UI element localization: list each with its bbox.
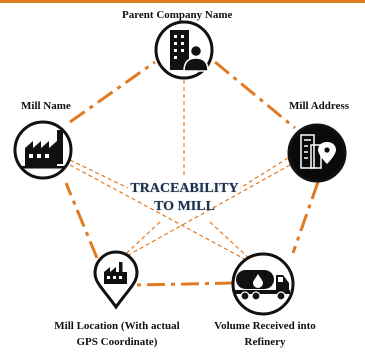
connector-address-to-location xyxy=(115,164,291,263)
office-building-person-icon xyxy=(170,30,209,72)
edge-address-to-volume xyxy=(291,181,320,254)
parent-company-node xyxy=(154,20,214,80)
connector-millname-to-volume xyxy=(69,164,251,263)
connector-millname-to-center xyxy=(69,159,129,189)
center-title: TRACEABILITY TO MILL xyxy=(117,180,252,216)
mill-location-label-line2: GPS Coordinate) xyxy=(76,336,158,348)
edge-millname-to-parent xyxy=(69,60,156,124)
mill-location-label: Mill Location (With actual GPS Coordinat… xyxy=(42,318,192,350)
center-title-line2: TO MILL xyxy=(154,199,215,214)
parent-company-label: Parent Company Name xyxy=(122,9,233,21)
connector-address-to-center xyxy=(239,157,289,189)
mill-location-node xyxy=(93,250,139,310)
connector-center-to-location xyxy=(116,221,161,263)
factory-icon xyxy=(21,130,66,169)
center-title-line1: TRACEABILITY xyxy=(130,181,239,196)
mill-location-label-line1: Mill Location (With actual xyxy=(54,320,180,332)
mill-name-label: Mill Name xyxy=(21,100,71,112)
mill-address-node xyxy=(287,123,347,183)
pentagon-outline xyxy=(64,60,320,287)
edge-parent-to-address xyxy=(214,60,296,130)
connector-center-to-volume xyxy=(209,221,254,263)
volume-received-label-line1: Volume Received into xyxy=(214,320,316,332)
volume-received-label: Volume Received into Refinery xyxy=(200,318,330,350)
edge-volume-to-location xyxy=(136,281,234,287)
inner-connectors xyxy=(69,80,291,263)
volume-received-label-line2: Refinery xyxy=(244,336,286,348)
mill-address-label: Mill Address xyxy=(289,100,350,112)
building-location-pin-icon xyxy=(300,134,336,169)
top-accent-bar xyxy=(0,0,365,3)
mill-name-node xyxy=(13,120,73,180)
tanker-truck-icon xyxy=(234,270,290,301)
edge-location-to-millname xyxy=(64,182,99,259)
volume-received-node xyxy=(231,252,295,316)
